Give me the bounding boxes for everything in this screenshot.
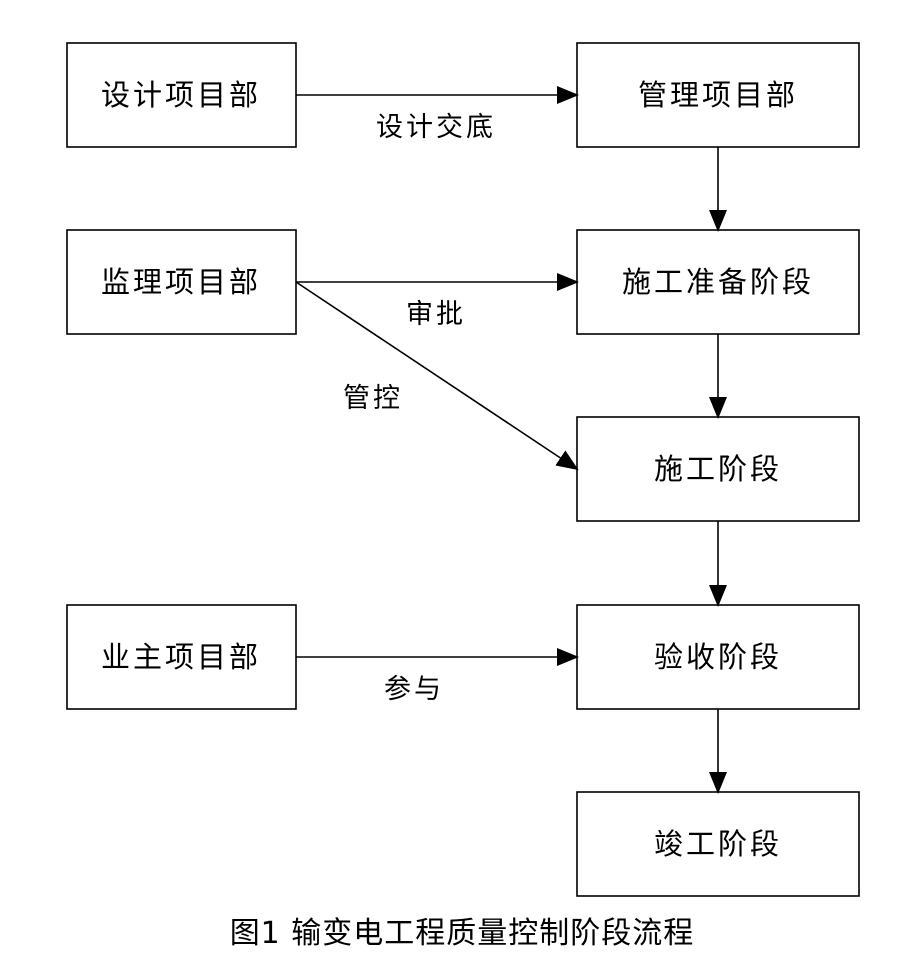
node-construction-prep: 施工准备阶段 [576, 229, 860, 335]
node-management-dept: 管理项目部 [576, 42, 860, 148]
node-acceptance: 验收阶段 [576, 604, 860, 710]
figure-caption: 图1 输变电工程质量控制阶段流程 [230, 916, 695, 951]
node-supervision-dept-label: 监理项目部 [101, 265, 261, 299]
node-supervision-dept: 监理项目部 [66, 229, 297, 335]
node-owner-dept-label: 业主项目部 [101, 640, 261, 674]
edge-label-control: 管控 [343, 383, 403, 414]
node-construction: 施工阶段 [576, 416, 860, 522]
node-management-dept-label: 管理项目部 [638, 78, 798, 112]
node-owner-dept: 业主项目部 [66, 604, 297, 710]
edge-label-approval: 审批 [406, 299, 466, 330]
node-construction-prep-label: 施工准备阶段 [622, 265, 814, 299]
node-acceptance-label: 验收阶段 [654, 640, 782, 674]
node-design-dept: 设计项目部 [66, 42, 297, 148]
node-design-dept-label: 设计项目部 [101, 78, 261, 112]
edge-supervision-to-construction [295, 281, 579, 471]
node-completion: 竣工阶段 [576, 791, 860, 897]
node-completion-label: 竣工阶段 [654, 827, 782, 861]
edge-label-participation: 参与 [384, 674, 444, 705]
edge-label-design-handover: 设计交底 [376, 112, 496, 143]
node-construction-label: 施工阶段 [654, 452, 782, 486]
